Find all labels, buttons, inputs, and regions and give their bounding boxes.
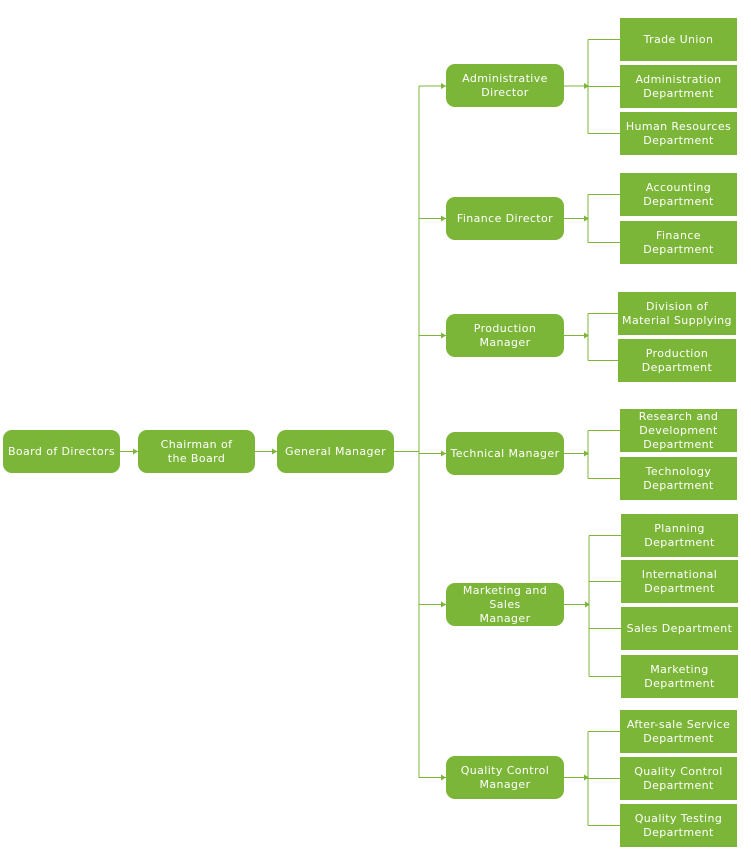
arrow-head-icon [585, 601, 590, 608]
dept-production: Production Department [618, 339, 736, 382]
dept-technology: Technology Department [620, 457, 737, 500]
dept-quality-control: Quality Control Department [620, 757, 737, 800]
dept-planning: Planning Department [621, 514, 738, 557]
dept-after-sale-service: After-sale Service Department [620, 710, 737, 753]
dept-finance: Finance Department [620, 221, 737, 264]
node-technical-manager: Technical Manager [446, 432, 564, 475]
dept-human-resources: Human Resources Department [620, 112, 737, 155]
node-chairman: Chairman of the Board [138, 430, 255, 473]
arrow-head-icon [584, 774, 589, 781]
arrow-head-icon [272, 448, 277, 455]
dept-trade-union: Trade Union [620, 18, 737, 61]
arrow-head-icon [441, 774, 446, 781]
arrow-head-icon [584, 215, 589, 222]
arrow-head-icon [441, 215, 446, 222]
dept-sales: Sales Department [621, 607, 738, 650]
node-quality-control-manager: Quality Control Manager [446, 756, 564, 799]
arrow-head-icon [133, 448, 138, 455]
dept-international: International Department [621, 560, 738, 603]
node-production-manager: Production Manager [446, 314, 564, 357]
node-general-manager: General Manager [277, 430, 394, 473]
node-administrative-director: Administrative Director [446, 64, 564, 107]
arrow-head-icon [441, 332, 446, 339]
dept-material-supplying: Division of Material Supplying [618, 292, 736, 335]
node-marketing-sales-manager: Marketing and Sales Manager [446, 583, 564, 626]
dept-marketing: Marketing Department [621, 655, 738, 698]
arrow-head-icon [584, 450, 589, 457]
arrow-head-icon [584, 332, 589, 339]
dept-administration: Administration Department [620, 65, 737, 108]
node-finance-director: Finance Director [446, 197, 564, 240]
dept-accounting: Accounting Department [620, 173, 737, 216]
arrow-head-icon [441, 83, 446, 89]
arrow-head-icon [441, 450, 446, 457]
arrow-head-icon [584, 83, 589, 89]
dept-quality-testing: Quality Testing Department [620, 804, 737, 847]
arrow-head-icon [441, 601, 446, 608]
dept-research-development: Research and Development Department [620, 409, 737, 452]
node-board-of-directors: Board of Directors [3, 430, 120, 473]
